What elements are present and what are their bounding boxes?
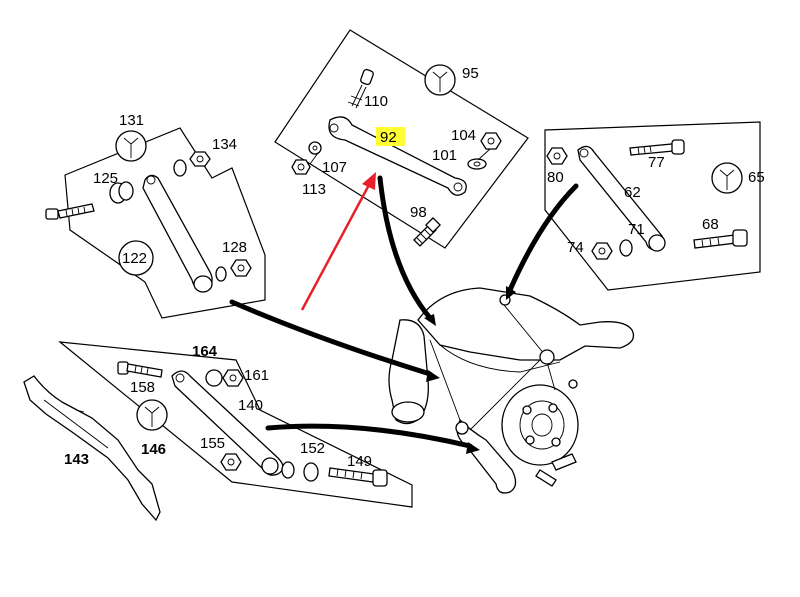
panel-track-rod bbox=[544, 121, 761, 291]
stabilizer-link-122 bbox=[142, 174, 213, 293]
label-68: 68 bbox=[702, 216, 719, 233]
label-98: 98 bbox=[410, 204, 427, 221]
nut-icon bbox=[189, 151, 211, 167]
panel-outline bbox=[58, 341, 413, 508]
label-80: 80 bbox=[547, 169, 564, 186]
label-164: 164 bbox=[192, 343, 218, 360]
washer-icon bbox=[205, 369, 223, 387]
nut-icon bbox=[591, 242, 613, 260]
nut-icon bbox=[222, 369, 244, 387]
label-125: 125 bbox=[93, 170, 118, 187]
wrench-icon bbox=[136, 399, 168, 431]
bolt-icon bbox=[347, 68, 374, 109]
washer-icon bbox=[619, 239, 633, 257]
label-146: 146 bbox=[141, 441, 166, 458]
label-104: 104 bbox=[451, 127, 476, 144]
axle-assembly bbox=[388, 287, 635, 494]
bolt-icon bbox=[629, 139, 685, 156]
wrench-icon bbox=[711, 162, 743, 194]
bolt-icon bbox=[693, 229, 748, 249]
label-149: 149 bbox=[347, 453, 372, 470]
panel-outline bbox=[274, 29, 529, 249]
label-158: 158 bbox=[130, 379, 155, 396]
label-131: 131 bbox=[119, 112, 144, 129]
nut-icon bbox=[291, 159, 311, 175]
nut-icon bbox=[230, 259, 252, 277]
bushing-icon bbox=[109, 181, 134, 204]
label-155: 155 bbox=[200, 435, 225, 452]
nut-icon bbox=[546, 147, 568, 165]
washer-icon bbox=[303, 462, 319, 482]
label-128: 128 bbox=[222, 239, 247, 256]
nut-icon bbox=[220, 453, 242, 471]
bolt-icon bbox=[328, 467, 388, 487]
panel-lower-link bbox=[58, 341, 413, 508]
washer-icon bbox=[215, 266, 227, 282]
label-143: 143 bbox=[64, 451, 89, 468]
label-113: 113 bbox=[302, 181, 326, 198]
label-134: 134 bbox=[212, 136, 237, 153]
label-122: 122 bbox=[122, 250, 147, 267]
wrench-icon bbox=[424, 64, 456, 96]
shield-143 bbox=[23, 375, 161, 522]
label-71: 71 bbox=[628, 221, 645, 238]
highlight-92 bbox=[376, 127, 405, 146]
wrench-icon bbox=[118, 240, 154, 276]
wrench-icon bbox=[115, 130, 147, 162]
washer-icon bbox=[467, 158, 487, 170]
nut-icon bbox=[480, 132, 502, 150]
label-107: 107 bbox=[322, 159, 347, 176]
label-152: 152 bbox=[300, 440, 325, 457]
panel-outline bbox=[544, 121, 761, 291]
bolt-icon bbox=[413, 217, 441, 247]
label-74: 74 bbox=[567, 239, 584, 256]
label-110: 110 bbox=[364, 93, 388, 110]
panel-upper-link bbox=[274, 29, 529, 249]
track-rod-62 bbox=[577, 145, 666, 252]
pointer-arrow bbox=[300, 172, 376, 311]
label-65: 65 bbox=[748, 169, 765, 186]
control-arm-92 bbox=[328, 116, 467, 196]
washer-icon bbox=[281, 461, 295, 479]
label-95: 95 bbox=[462, 65, 479, 82]
label-161: 161 bbox=[244, 367, 269, 384]
panel-stabilizer-link bbox=[45, 127, 266, 319]
label-62: 62 bbox=[624, 184, 641, 201]
washer-icon bbox=[173, 159, 187, 177]
label-101: 101 bbox=[432, 147, 457, 164]
bolt-icon bbox=[117, 361, 163, 378]
label-77: 77 bbox=[648, 154, 665, 171]
callout-arrows bbox=[229, 175, 579, 454]
washer-icon bbox=[308, 141, 322, 155]
label-140: 140 bbox=[238, 397, 263, 414]
label-92: 92 bbox=[380, 129, 397, 146]
bolt-icon bbox=[45, 203, 95, 220]
